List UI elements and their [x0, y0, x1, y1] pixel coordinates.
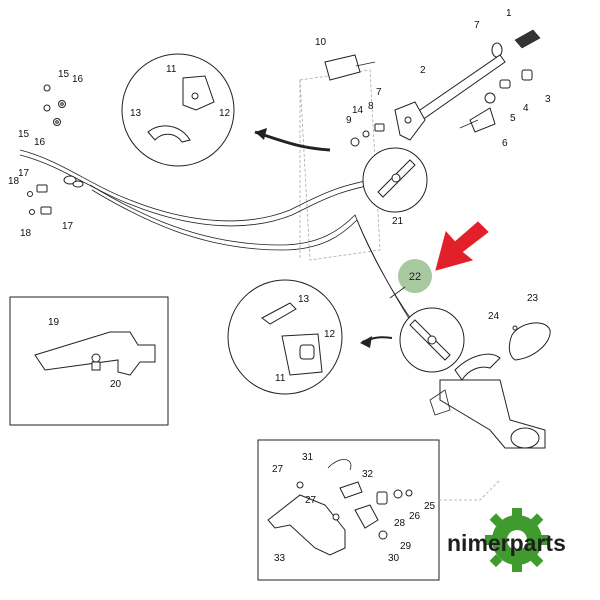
callout-label: 3: [545, 94, 551, 105]
red-arrow: [435, 221, 489, 271]
callout-label: 31: [302, 452, 314, 463]
detail-circle-top: [121, 53, 331, 167]
callout-label: 32: [362, 469, 374, 480]
callout-label: 7: [376, 87, 382, 98]
callout-label: 28: [394, 518, 406, 529]
callout-label: 13: [298, 294, 310, 305]
callout-label: 1: [506, 8, 512, 19]
cable-assembly: [19, 149, 414, 323]
nimerparts-logo: nimerparts: [447, 508, 566, 572]
highlight-label: 22: [409, 271, 421, 283]
callout-label: 30: [388, 553, 400, 564]
callout-label: 13: [130, 108, 142, 119]
callout-label: 6: [502, 138, 508, 149]
callout-label: 15: [18, 129, 30, 140]
callout-label: 17: [18, 168, 30, 179]
callout-label: 11: [166, 64, 177, 75]
callout-label: 17: [62, 221, 74, 232]
callout-label: 26: [409, 511, 421, 522]
callout-label: 5: [510, 113, 516, 124]
callout-label: 2: [420, 65, 426, 76]
brand-name: nimerparts: [447, 530, 566, 556]
callout-label: 33: [274, 553, 286, 564]
callout-label: 21: [392, 216, 404, 227]
zoom-circle-cable-bottom: [399, 307, 465, 373]
callout-label: 15: [58, 69, 70, 80]
callout-label: 16: [34, 137, 46, 148]
zoom-circle-cable-top: [362, 147, 428, 213]
pedal-bracket: [429, 322, 551, 449]
callout-label: 4: [523, 103, 529, 114]
callout-label: 9: [346, 115, 352, 126]
callout-label: 12: [324, 329, 336, 340]
left-fasteners: [27, 84, 66, 215]
detail-circle-middle: [227, 279, 393, 395]
gear-icon: [485, 508, 549, 572]
callout-label: 20: [110, 379, 122, 390]
callout-label: 18: [20, 228, 32, 239]
callout-label: 16: [72, 74, 84, 85]
box-bracket-19: [9, 296, 169, 426]
highlight-circle-22: 22: [389, 259, 432, 299]
lever-assembly: [324, 29, 541, 183]
callout-label: 14: [352, 105, 364, 116]
callout-label: 25: [424, 501, 436, 512]
callout-label: 10: [315, 37, 327, 48]
callout-label: 8: [368, 101, 374, 112]
callout-label: 23: [527, 293, 539, 304]
box-bottom-parts: [257, 439, 501, 581]
callout-label: 27: [272, 464, 284, 475]
callout-label: 19: [48, 317, 60, 328]
callout-label: 7: [474, 20, 480, 31]
callout-label: 18: [8, 176, 20, 187]
callout-label: 24: [488, 311, 500, 322]
callout-label: 29: [400, 541, 412, 552]
callout-label: 11: [275, 373, 286, 384]
callout-label: 12: [219, 108, 231, 119]
callout-labels: 1 2 3 4 5 6 7 7 8 9 10 11 11 12 12 13 13…: [8, 8, 551, 564]
callout-label: 27: [305, 495, 317, 506]
